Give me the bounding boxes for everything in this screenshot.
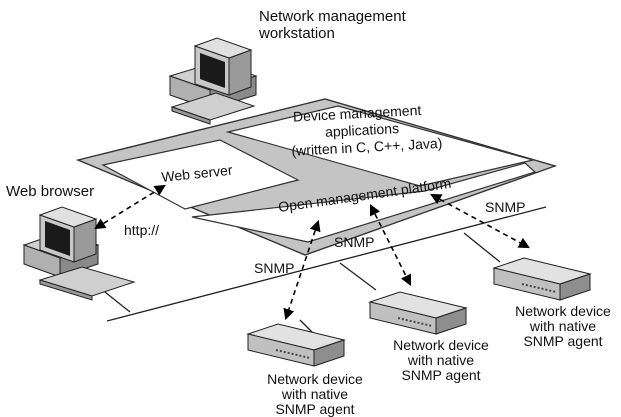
device-apps-panel: [225, 105, 534, 187]
device1-label: Network device with native SNMP agent: [267, 371, 363, 417]
snmp-arrow-device1: [283, 219, 321, 321]
web-browser-computer-icon: [22, 206, 136, 301]
device2-drop-line: [339, 262, 377, 291]
snmp-arrow-device2: [369, 203, 412, 287]
device-apps-label-line3: (written in C, C++, Java): [291, 135, 443, 159]
device-apps-label-line1: Device management: [293, 102, 422, 125]
device3-label-line2: with native: [529, 318, 596, 334]
network-device-2-icon: [368, 291, 468, 335]
device3-label-line3: SNMP agent: [523, 333, 602, 349]
network-device-1-icon: [246, 323, 346, 367]
device2-label: Network device with native SNMP agent: [393, 337, 489, 383]
snmp-label-right: SNMP: [485, 199, 525, 215]
device1-label-line3: SNMP agent: [275, 401, 354, 417]
device-apps-label: Device management applications (written …: [291, 102, 443, 159]
device2-label-line3: SNMP agent: [401, 367, 480, 383]
http-label: http://: [124, 222, 159, 238]
workstation-label-line2: workstation: [258, 25, 335, 42]
workstation-computer-icon: [168, 37, 258, 125]
http-arrow: [94, 184, 166, 230]
snmp-label-left: SNMP: [254, 260, 294, 276]
web-server-label: Web server: [161, 162, 234, 185]
device1-label-line2: with native: [281, 386, 348, 402]
device2-label-line2: with native: [407, 352, 474, 368]
device1-label-line1: Network device: [267, 371, 363, 387]
device2-label-line1: Network device: [393, 337, 489, 353]
network-device-3-icon: [492, 257, 592, 301]
workstation-label: Network management workstation: [258, 8, 407, 42]
device-apps-label-line2: applications: [325, 120, 400, 140]
device3-label-line1: Network device: [515, 303, 611, 319]
platform-board: [75, 98, 558, 256]
workstation-label-line1: Network management: [259, 8, 407, 25]
snmp-label-middle: SNMP: [334, 234, 374, 250]
web-browser-label: Web browser: [6, 183, 94, 200]
device3-drop-line: [463, 232, 501, 263]
snmp-arrow-device3: [430, 193, 530, 249]
device3-label: Network device with native SNMP agent: [515, 303, 611, 349]
